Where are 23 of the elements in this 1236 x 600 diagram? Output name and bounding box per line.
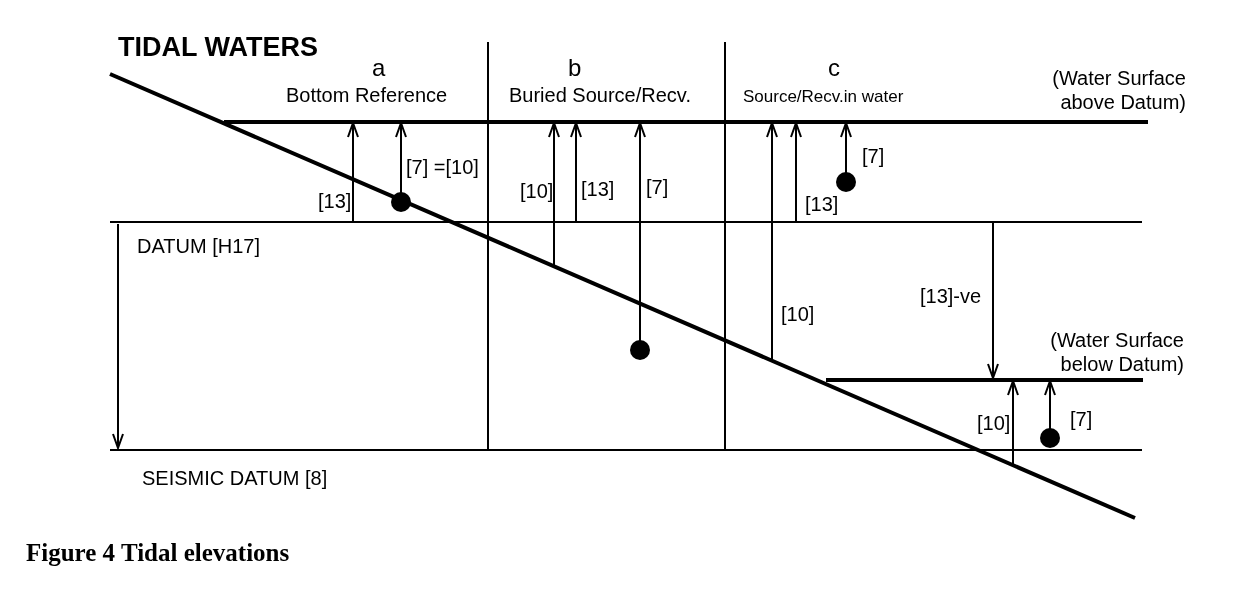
measurement-label: [13] <box>805 194 839 214</box>
measurement-label: [13]-ve <box>920 286 982 306</box>
panel-heading: Bottom Reference <box>286 85 448 105</box>
measurement-label: [10] <box>781 304 815 324</box>
water-level-note: (Water Surface above Datum) <box>1051 66 1186 114</box>
figure-caption: Figure 4 Tidal elevations <box>26 540 290 565</box>
measurement-label: [10] <box>977 413 1011 433</box>
datum-label: SEISMIC DATUM [8] <box>142 468 328 488</box>
measurement-label: [7] <box>862 146 885 166</box>
measurement-label: [7] <box>1070 409 1093 429</box>
measurement-label: [13] <box>581 179 615 199</box>
panel-letter: c <box>828 56 840 80</box>
measurement-label: [10] <box>520 181 554 201</box>
panel-letter: b <box>568 56 582 80</box>
measurement-label: [7] <box>646 177 669 197</box>
measurement-label: [7] =[10] <box>406 157 479 177</box>
diagram-title: TIDAL WATERS <box>118 34 318 61</box>
datum-label: DATUM [H17] <box>137 236 260 256</box>
water-level-note: (Water Surface below Datum) <box>1049 328 1184 376</box>
panel-heading: Buried Source/Recv. <box>509 85 691 105</box>
panel-heading: Source/Recv.in water <box>743 88 904 105</box>
panel-letter: a <box>372 56 386 80</box>
measurement-label: [13] <box>318 191 352 211</box>
